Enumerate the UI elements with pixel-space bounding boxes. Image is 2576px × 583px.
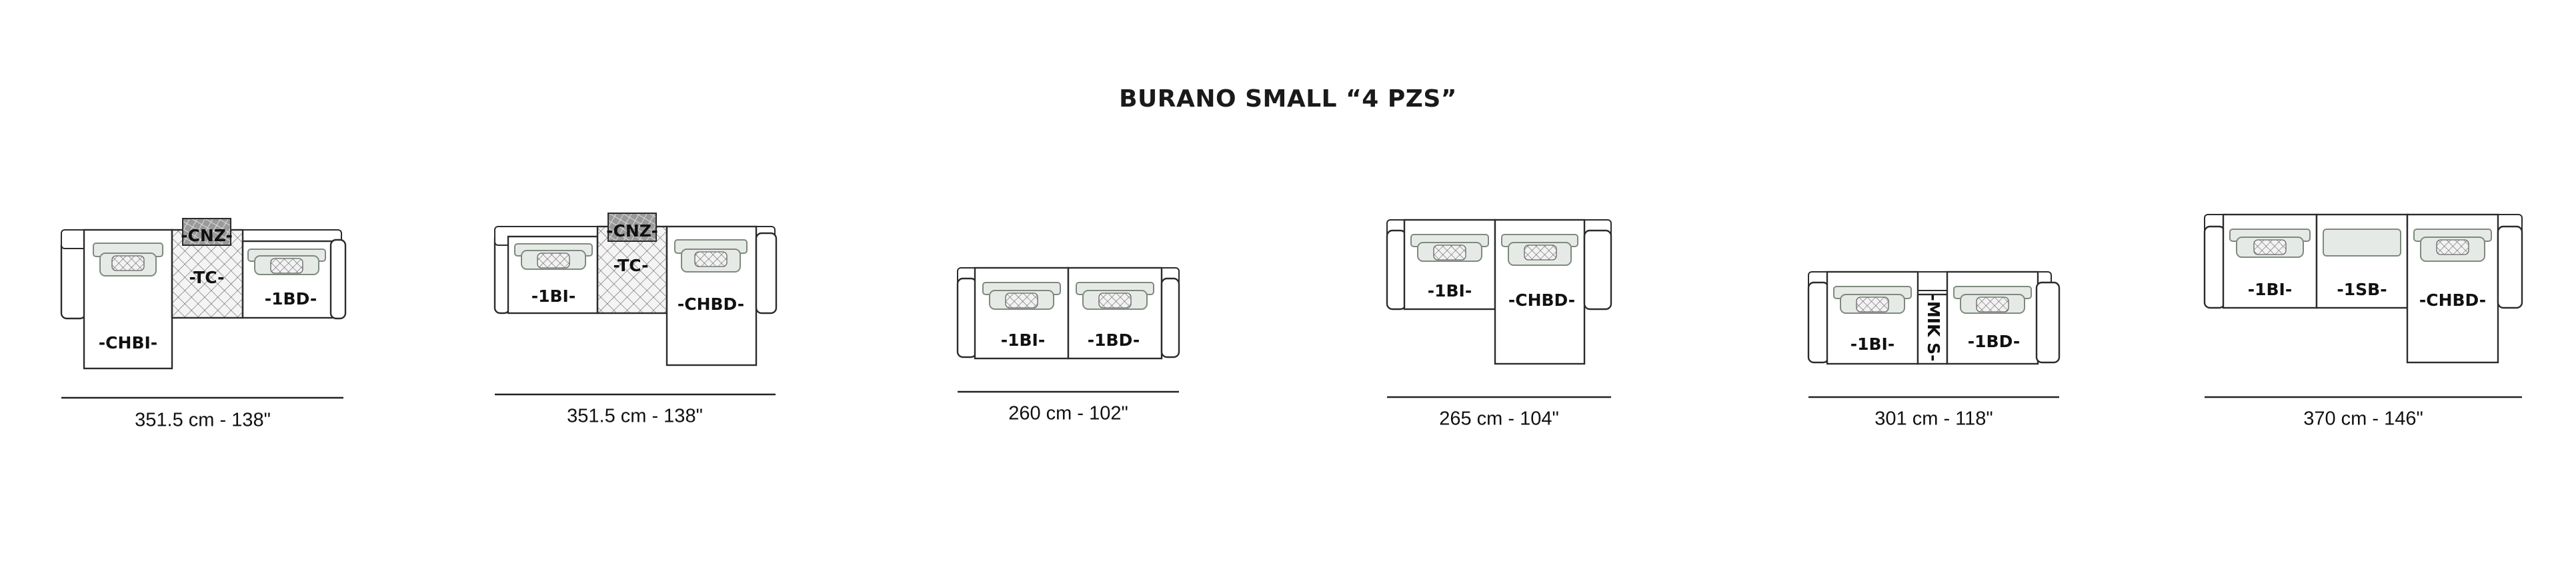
dimension-label: 351.5 cm - 138" <box>567 406 703 427</box>
module-label: -1SB- <box>2337 280 2387 299</box>
module-label: -CHBD- <box>2419 291 2486 310</box>
configuration-4: -1BI- -CHBD- 265 cm - 104" <box>1386 219 1612 430</box>
dimension-label: 370 cm - 146" <box>2303 408 2423 430</box>
configuration-3: -1BI- -1BD- 260 cm - 102" <box>956 267 1180 424</box>
module-label: -1BD- <box>1968 332 2020 351</box>
module-label: -1BI- <box>1001 330 1046 350</box>
arm-right <box>1160 277 1180 358</box>
module-label: -CHBD- <box>678 294 744 314</box>
quilted-pad <box>1005 292 1038 308</box>
arm-right <box>1583 229 1612 310</box>
module-label: -CHBD- <box>1508 291 1575 310</box>
module-label: -CHBI- <box>99 333 157 352</box>
configuration-2: -1BI- -TC- -CNZ- -CHBD- 351.5 cm - 138" <box>493 213 778 427</box>
arm-right <box>2035 281 2061 364</box>
arm-left <box>1386 229 1407 310</box>
arm-left <box>2203 225 2226 309</box>
module-label: -1BD- <box>265 289 317 308</box>
quilted-pad <box>1433 245 1466 261</box>
arm-right <box>755 232 778 314</box>
quilted-pad <box>1856 296 1889 312</box>
module-label: -1BD- <box>1088 330 1140 350</box>
module-label: -1BI- <box>2248 280 2293 299</box>
configuration-6: -1BI- -1SB- -CHBD- 370 cm - 146" <box>2203 213 2523 430</box>
page-title: BURANO SMALL “4 PZS” <box>1119 85 1457 113</box>
quilted-pad <box>1976 296 2009 312</box>
configuration-5: -1BI- -MIK S- -1BD- 301 cm - 118" <box>1807 271 2061 430</box>
quilted-pad <box>1098 292 1132 308</box>
quilted-pad <box>1524 245 1557 261</box>
module-label: -TC- <box>613 256 648 275</box>
module-label: -1BI- <box>1850 334 1895 354</box>
back-pillow <box>2323 229 2401 257</box>
quilted-pad <box>2436 239 2469 255</box>
module-label: -MIK S- <box>1924 294 1943 361</box>
module-label: -CNZ- <box>606 221 658 241</box>
module-mik-s <box>1916 293 1949 365</box>
module-label: -TC- <box>189 268 224 287</box>
configuration-1: -CHBI- -TC- -CNZ- -1BD- 351.5 cm - 138" <box>60 218 347 431</box>
arm-right <box>329 239 347 320</box>
quilted-pad <box>111 255 145 271</box>
arm-left <box>60 239 87 320</box>
dimension-label: 260 cm - 102" <box>1008 403 1128 424</box>
module-label: -CNZ- <box>181 226 233 245</box>
arm-left <box>956 277 978 358</box>
module-cnz <box>182 218 231 246</box>
quilted-pad <box>2253 239 2287 255</box>
quilted-pad <box>694 251 728 267</box>
dimension-label: 265 cm - 104" <box>1439 408 1559 430</box>
module-label: -1BI- <box>531 287 576 306</box>
module-cnz <box>607 213 657 242</box>
dimension-label: 301 cm - 118" <box>1874 408 1993 430</box>
arm-right <box>2497 225 2523 309</box>
quilted-pad <box>537 253 570 269</box>
quilted-pad <box>270 258 303 274</box>
dimension-label: 351.5 cm - 138" <box>135 410 271 431</box>
arm-left <box>1807 281 1830 364</box>
module-label: -1BI- <box>1428 281 1472 300</box>
